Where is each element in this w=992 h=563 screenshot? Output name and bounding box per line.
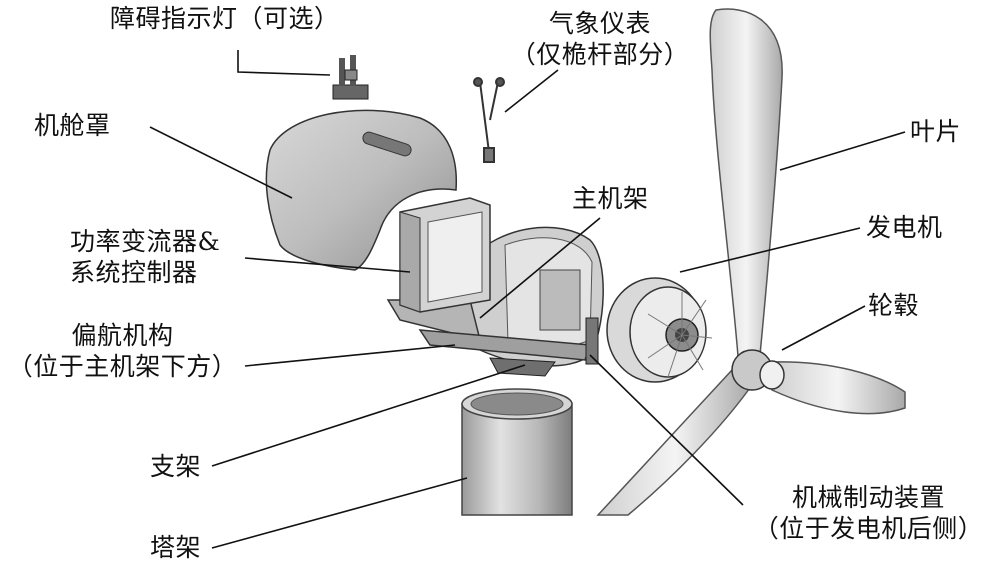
label-blade-line-1: 叶片 [910,116,961,147]
label-support: 支架 [150,451,201,482]
label-hub: 轮毂 [868,290,919,321]
label-support-line-1: 支架 [150,451,201,482]
label-met-instruments-line-2: （仅桅杆部分） [500,39,700,70]
label-yaw-mechanism-line-1: 偏航机构 [0,320,245,351]
label-hub-line-1: 轮毂 [868,290,919,321]
label-blade: 叶片 [910,116,961,147]
label-power-converter-line-1: 功率变流器& [70,226,220,257]
label-power-converter-line-2: 系统控制器 [70,257,220,288]
leader-tower [212,478,467,548]
leader-met-instruments [505,70,558,112]
tower-shape [462,389,572,515]
label-yaw-mechanism-line-2: （位于主机架下方） [0,351,245,382]
generator-shape [607,278,712,382]
label-mechanical-brake-line-2: （位于发电机后侧） [745,513,992,544]
label-tower-line-1: 塔架 [150,532,201,563]
label-tower: 塔架 [150,532,201,563]
label-main-frame: 主机架 [572,183,649,214]
label-mechanical-brake-line-1: 机械制动装置 [745,482,992,513]
label-yaw-mechanism: 偏航机构 （位于主机架下方） [0,320,245,382]
label-generator: 发电机 [866,212,943,243]
leader-hub [782,306,865,350]
label-power-converter: 功率变流器& 系统控制器 [70,226,220,288]
label-generator-line-1: 发电机 [866,212,943,243]
label-mechanical-brake: 机械制动装置 （位于发电机后侧） [745,482,992,544]
label-obstruction-light-line-1: 障碍指示灯（可选） [110,3,340,34]
converter-cabinet-shape [400,198,490,312]
label-main-frame-line-1: 主机架 [572,183,649,214]
label-met-instruments-line-1: 气象仪表 [500,8,700,39]
label-obstruction-light: 障碍指示灯（可选） [110,3,340,34]
leader-blade [780,132,905,170]
met-instruments-shape [474,78,504,162]
label-nacelle-cover: 机舱罩 [34,110,111,141]
leader-yaw-mechanism [245,345,455,366]
obstruction-light-shape [333,55,368,99]
blade-shapes [598,9,905,515]
label-nacelle-cover-line-1: 机舱罩 [34,110,111,141]
leader-obstruction-light [238,50,330,75]
label-met-instruments: 气象仪表 （仅桅杆部分） [500,8,700,70]
